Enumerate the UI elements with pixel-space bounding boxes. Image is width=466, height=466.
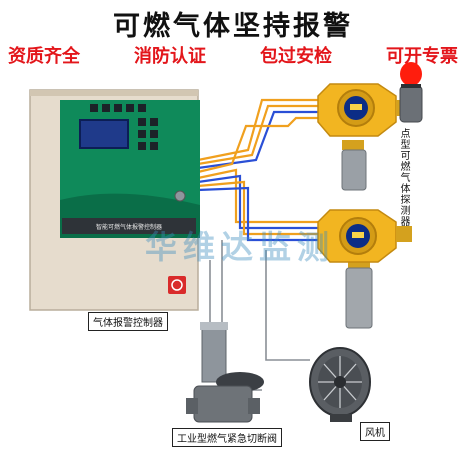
lcd-screen (79, 119, 129, 149)
watermark-text: 华维达监测 (144, 228, 335, 266)
panel-caption: 智能可燃气体报警控制器 (96, 223, 162, 231)
wire-orange (197, 116, 318, 174)
slogan-item: 可开专票 (386, 46, 458, 67)
wire-orange (197, 98, 318, 162)
wiring (197, 98, 318, 242)
wire-blue (197, 174, 318, 230)
gas-detector-top (317, 62, 423, 191)
wire-orange (197, 104, 318, 166)
page-title: 可燃气体坚持报警 (113, 11, 353, 42)
wire-orange (197, 168, 318, 224)
wire-blue (197, 110, 318, 170)
slogan-item: 消防认证 (134, 46, 206, 67)
wire-blue (197, 186, 318, 242)
gas-detector-bottom (317, 209, 412, 329)
controller-cabinet (29, 89, 200, 311)
fan-hub-icon (334, 376, 346, 388)
alarm-lamp-icon (400, 62, 422, 86)
slogan-item: 包过安检 (260, 46, 332, 67)
fan-label: 风机 (360, 422, 390, 441)
detector-label: 点型可燃气体探测器 (398, 128, 409, 227)
fire-warning-icon (168, 276, 186, 294)
key-lock-icon (174, 190, 186, 202)
line-to-fan (265, 250, 310, 361)
controller-label: 气体报警控制器 (88, 312, 168, 331)
wire-orange (197, 180, 318, 236)
valve-label: 工业型燃气紧急切断阀 (172, 428, 282, 447)
slogan-item: 资质齐全 (8, 46, 80, 67)
slogan-bar: 资质齐全 消防认证 包过安检 可开专票 (8, 42, 458, 68)
axial-fan (309, 347, 371, 422)
shutoff-valve (186, 322, 264, 423)
